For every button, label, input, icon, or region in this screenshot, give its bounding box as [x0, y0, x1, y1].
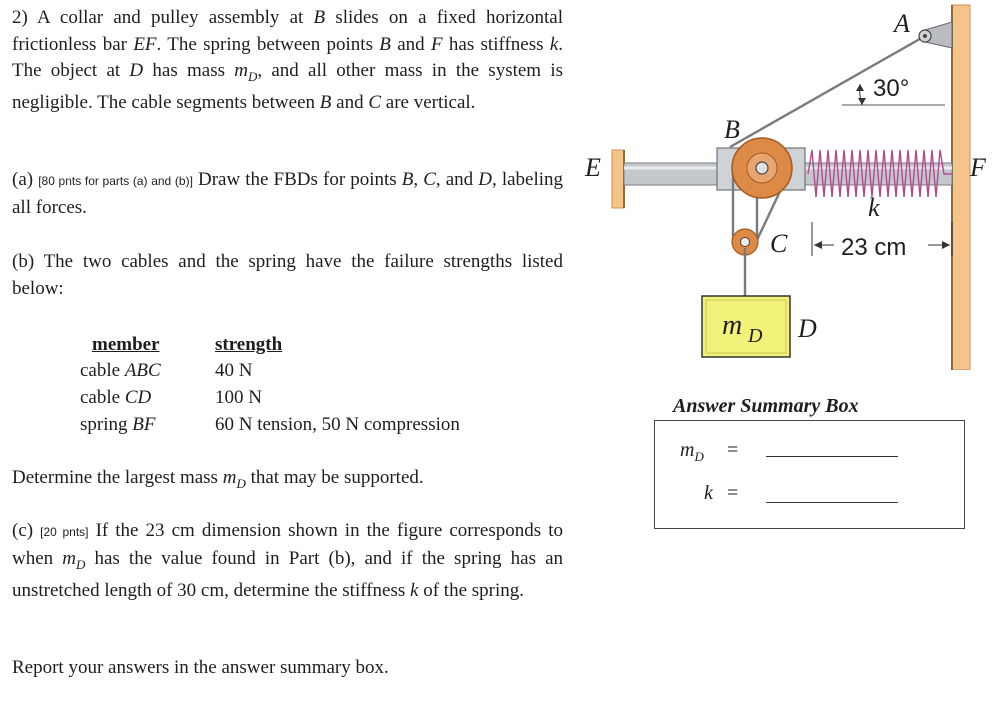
math-variable: EF: [133, 33, 157, 55]
answer-row-md: mD: [680, 439, 704, 464]
table-row-strength: 40 N: [215, 360, 253, 381]
label-c: C: [770, 229, 788, 258]
math-variable: B: [379, 33, 391, 55]
math-variable: F: [430, 33, 443, 55]
math-variable: D: [478, 169, 492, 190]
label-b: B: [724, 115, 740, 144]
part-c: (c) [20 pnts] If the 23 cm dimension sho…: [12, 518, 563, 604]
part-c-points: [20 pnts]: [40, 525, 89, 539]
math-variable: B: [319, 92, 332, 114]
math-variable: mD: [222, 467, 246, 491]
left-wall: [611, 149, 625, 209]
cable-ab: [729, 34, 926, 149]
answer-field-k[interactable]: [766, 502, 898, 503]
part-a-text: Draw the FBDs for points B, C, and D, la…: [12, 169, 564, 218]
mass-d-box: [701, 295, 791, 358]
answer-row-md-equals: =: [727, 439, 739, 461]
collar-pulley-figure: A B C D E F k 30° 23 cm m D: [584, 4, 987, 370]
table-header-member: member: [92, 334, 160, 355]
part-c-text: If the 23 cm dimension shown in the figu…: [12, 520, 564, 601]
label-d: D: [797, 314, 817, 343]
table-row-strength: 100 N: [215, 387, 262, 408]
label-dimension: 23 cm: [841, 234, 906, 261]
label-f: F: [969, 153, 987, 182]
part-b-label: (b): [12, 251, 35, 272]
label-a: A: [892, 9, 910, 38]
table-row-member: spring BF: [80, 414, 156, 435]
math-variable: C: [368, 92, 382, 114]
math-variable: D: [129, 60, 144, 81]
math-variable: mD: [234, 60, 258, 84]
answer-summary-title: Answer Summary Box: [673, 395, 859, 417]
label-e: E: [584, 153, 601, 182]
report-instruction: Report your answers in the answer summar…: [12, 657, 389, 678]
problem-statement: 2) A collar and pulley assembly at B sli…: [12, 5, 563, 117]
answer-summary-box: [654, 420, 965, 529]
table-header-strength: strength: [215, 334, 283, 355]
math-variable: mD: [62, 547, 86, 572]
right-wall: [951, 4, 971, 370]
problem-number: 2): [12, 7, 28, 28]
answer-row-k: k: [704, 482, 713, 504]
part-b-text: The two cables and the spring have the f…: [12, 251, 563, 299]
math-variable: k: [410, 579, 419, 601]
label-angle: 30°: [873, 75, 909, 102]
label-mass-sub: D: [747, 325, 763, 347]
math-variable: B: [313, 7, 326, 28]
math-variable: C: [423, 169, 436, 190]
part-a-points: [80 pnts for parts (a) and (b)]: [38, 174, 193, 188]
table-row-strength: 60 N tension, 50 N compression: [215, 414, 460, 435]
label-mass-m: m: [722, 310, 742, 341]
part-c-label: (c): [12, 520, 34, 541]
spring-bf: [807, 149, 952, 198]
part-a-label: (a): [12, 169, 34, 190]
table-row-member: cable CD: [80, 387, 152, 408]
math-variable: B: [401, 169, 414, 190]
label-k: k: [868, 193, 880, 222]
math-variable: k: [549, 33, 559, 55]
part-a: (a) [80 pnts for parts (a) and (b)] Draw…: [12, 167, 563, 221]
part-b-question: Determine the largest mass mD that may b…: [12, 467, 424, 491]
answer-field-md[interactable]: [766, 456, 898, 457]
table-row-member: cable ABC: [80, 360, 161, 381]
statement-text: A collar and pulley assembly at B slides…: [12, 7, 564, 114]
answer-row-k-equals: =: [727, 482, 739, 504]
part-b: (b) The two cables and the spring have t…: [12, 249, 563, 302]
